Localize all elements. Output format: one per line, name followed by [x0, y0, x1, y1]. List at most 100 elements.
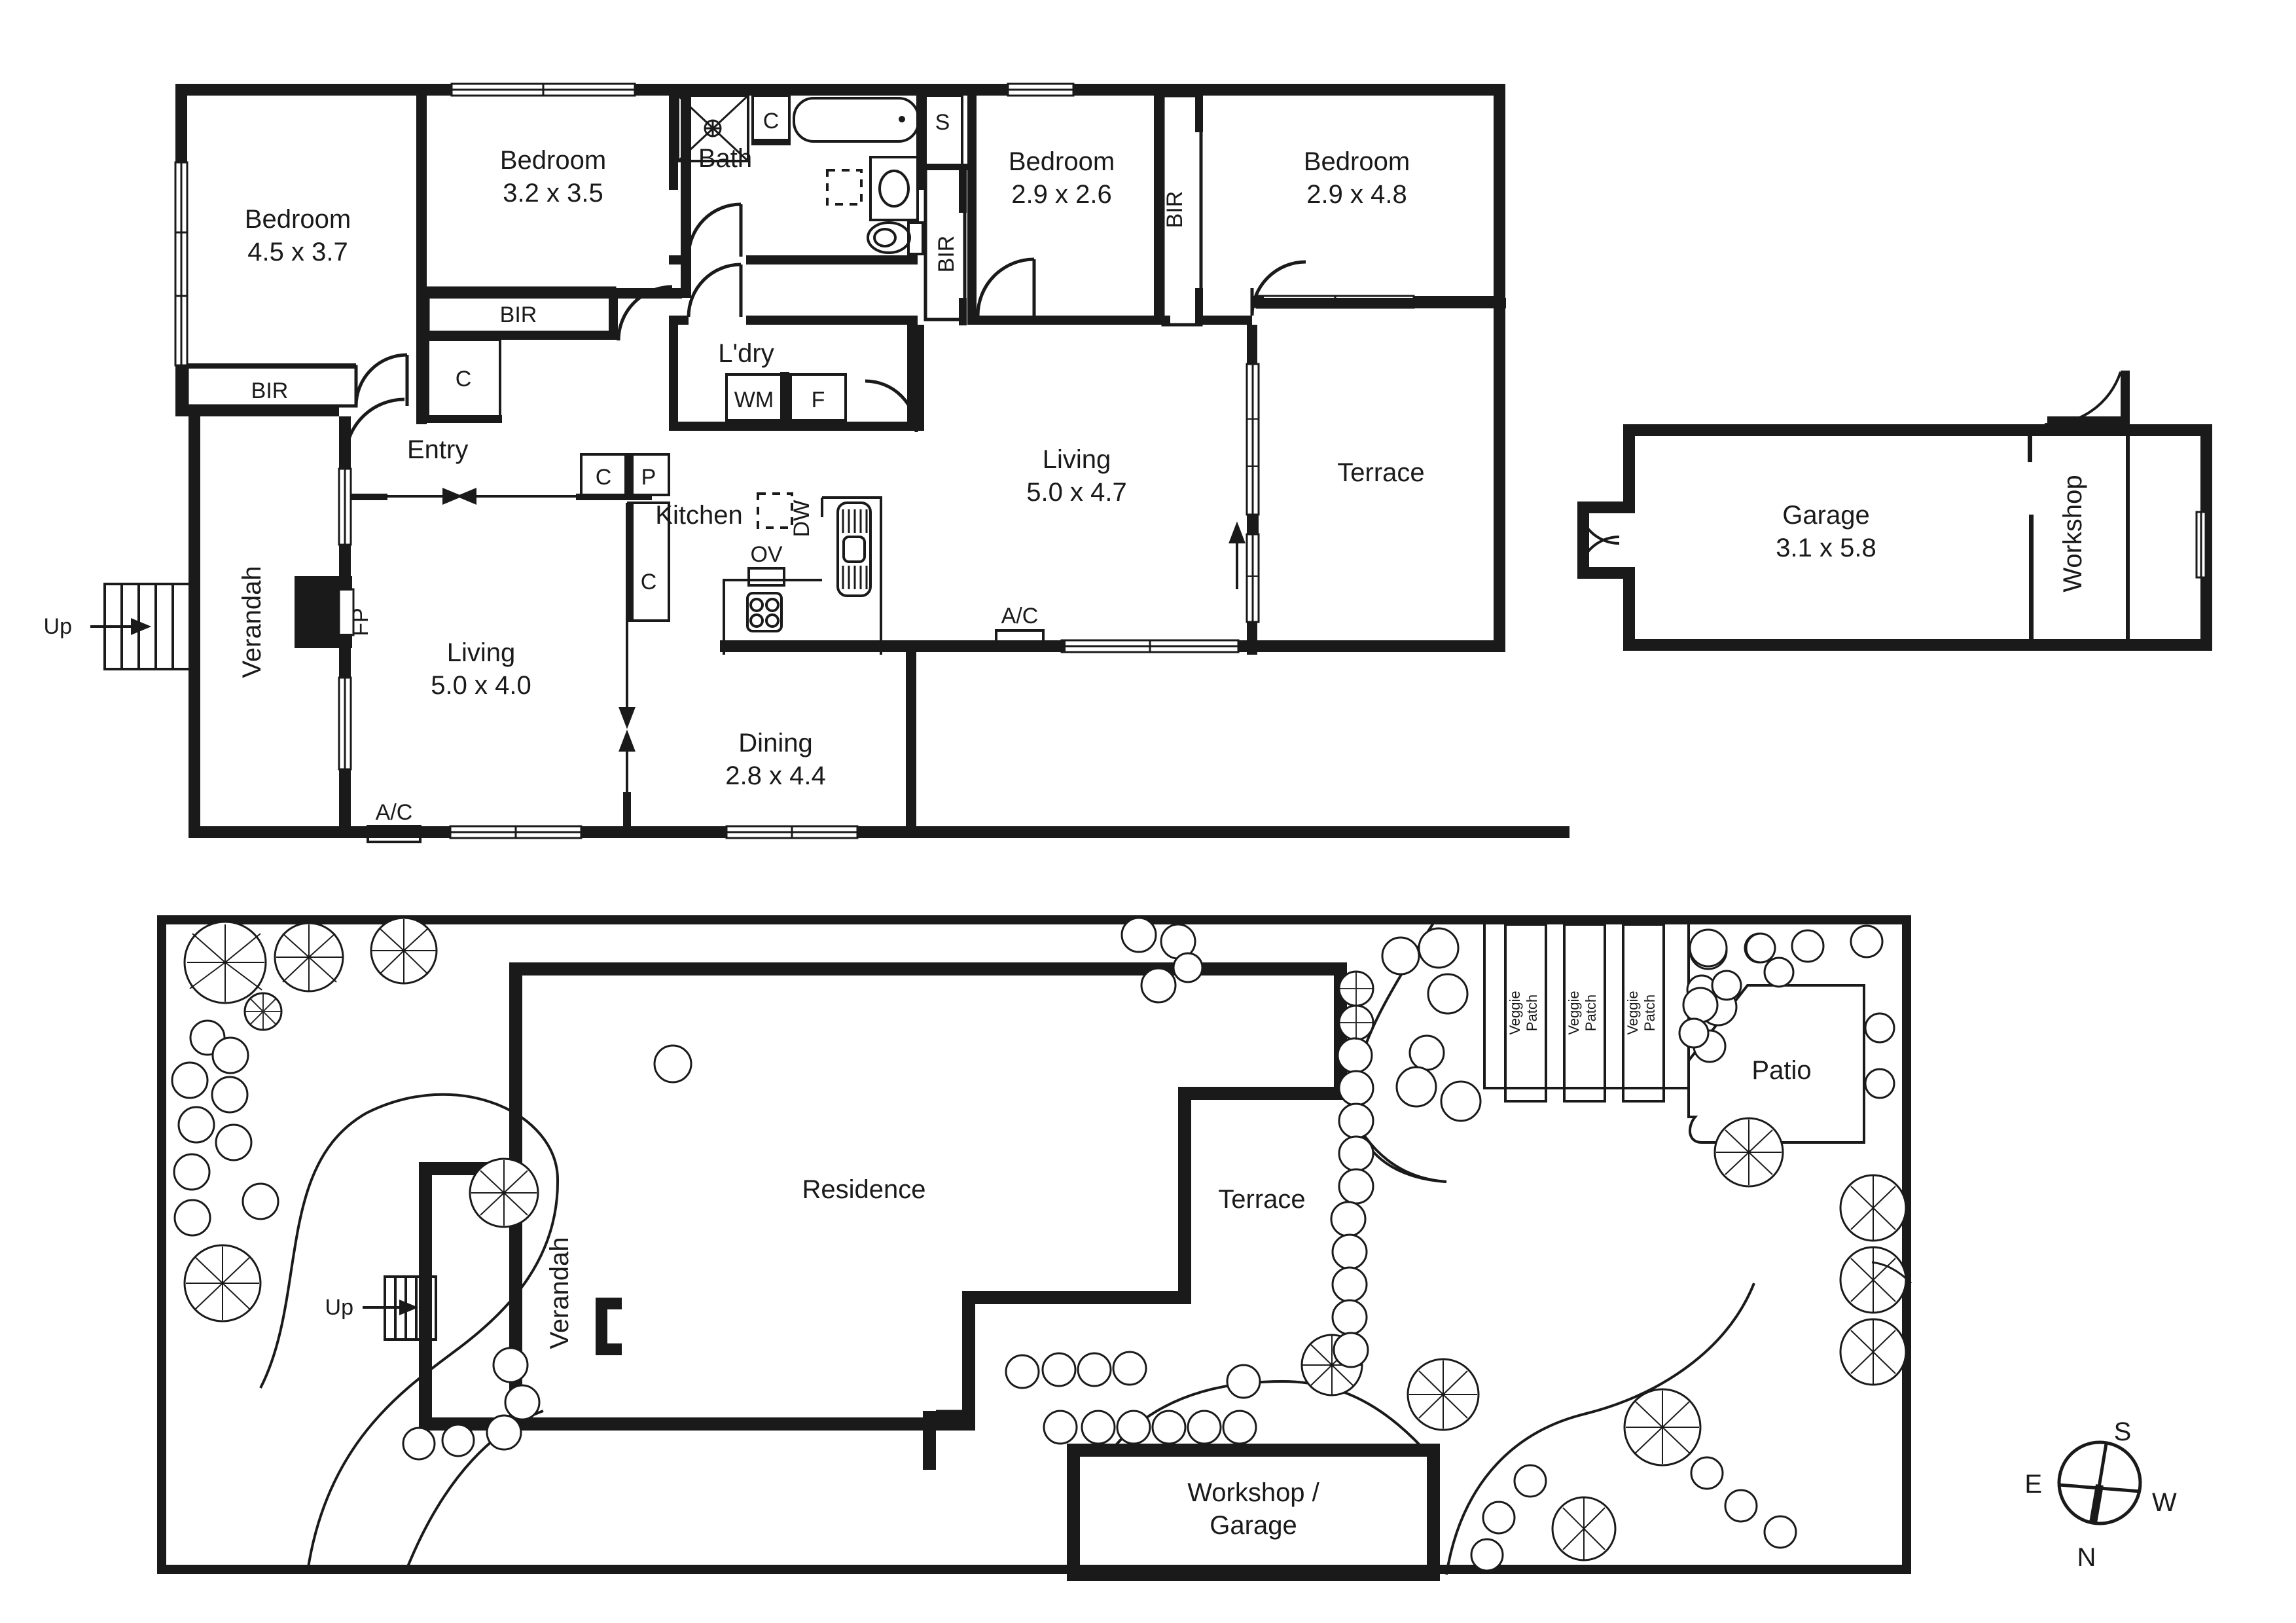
cupboard-label-4: C [641, 570, 657, 594]
up-label-floorplan: Up [44, 614, 72, 639]
workshop-label: Workshop [2058, 475, 2087, 592]
pantry-label: P [641, 465, 656, 490]
site-verandah-label: Verandah [545, 1237, 574, 1349]
shrub-row-rear [1005, 1351, 1261, 1445]
window-living-front-upper [338, 467, 352, 546]
door-bedroom-3 [976, 257, 1036, 316]
oven: OV [747, 542, 785, 587]
living-rear-dimensions: 5.0 x 4.7 [1026, 478, 1126, 507]
vanity-basin [869, 156, 919, 221]
garage-name: Garage [1782, 501, 1869, 530]
veggie-patch-2-line1: Veggie [1566, 991, 1582, 1034]
room-terrace: Terrace [1257, 298, 1506, 487]
tree-large [1839, 1318, 1907, 1386]
bath-label: Bath [698, 144, 752, 173]
window-bedroom-3 [1007, 82, 1075, 97]
area-entry: Entry [343, 435, 652, 505]
bir-label-4: BIR [1162, 191, 1187, 228]
compass-west-label: W [2152, 1488, 2177, 1517]
site-boundary [157, 915, 1911, 1574]
bedroom-1-name: Bedroom [245, 205, 351, 234]
door-bedroom-2 [617, 285, 673, 341]
living-front-dimensions: 5.0 x 4.0 [431, 671, 531, 700]
ac-unit-living-front: A/C [367, 800, 422, 843]
garage-door-arcs [1577, 502, 1620, 578]
builtin-robe-bedroom-3: BIR [916, 164, 967, 325]
building-garage: Garage 3.1 x 5.8 Workshop [1577, 371, 2212, 651]
cupboard-bedroom-2: C [427, 338, 502, 423]
flow-arrow-living-terrace [1229, 521, 1246, 589]
living-front-name: Living [447, 638, 516, 667]
pantry: P [626, 453, 670, 496]
window-bedroom-1 [174, 161, 188, 367]
tree-large [713, 1205, 766, 1257]
shrub-row-bottom-right [1470, 1456, 1797, 1572]
tree-large [469, 1158, 539, 1228]
bedroom-2-name: Bedroom [500, 146, 606, 175]
compass-north-label: N [2077, 1543, 2096, 1572]
dining-dimensions: 2.8 x 4.4 [725, 761, 825, 790]
compass-east-label: E [2024, 1470, 2042, 1499]
site-workshop-garage-line1: Workshop / [1187, 1478, 1319, 1507]
sliding-door-living-terrace [1246, 363, 1260, 623]
garage-workshop-partition [2029, 515, 2034, 639]
door-wc [687, 263, 743, 318]
site-up-label: Up [325, 1295, 353, 1320]
veggie-patch-1-line2: Patch [1524, 994, 1540, 1031]
cupboard-label-3: C [596, 465, 612, 490]
site-verandah-notch [596, 1298, 622, 1355]
site-garden-beds [936, 1261, 1912, 1575]
builtin-robe-bedroom-1: BIR [185, 363, 358, 408]
up-arrow-floorplan [90, 618, 152, 635]
cupboard-label-2: C [763, 109, 780, 134]
tree-large [1623, 1388, 1702, 1467]
ac-unit-living-rear: A/C [995, 604, 1045, 649]
shrub-row-residence-right [1330, 970, 1374, 1368]
bir-label-1: BIR [251, 378, 289, 403]
room-living-front: FP Living 5.0 x 4.0 A/C [295, 416, 636, 843]
bir-label-3: BIR [934, 236, 959, 273]
area-verandah: Verandah Up [44, 566, 266, 678]
door-bath [687, 202, 743, 257]
tree-large [183, 921, 267, 1004]
veggie-patch-1-line1: Veggie [1507, 991, 1523, 1034]
shrub-row-top-right [1121, 917, 1204, 1004]
washing-machine: WM [725, 373, 783, 422]
tree-large [1713, 1117, 1784, 1188]
veggie-patch-3-line2: Patch [1641, 994, 1658, 1031]
veggie-patch-3 [1622, 923, 1665, 1103]
fridge-label: F [812, 388, 825, 412]
shrub-row-left [171, 992, 692, 1237]
garage-dimensions: 3.1 x 5.8 [1776, 534, 1876, 562]
flow-arrow-living-dining [619, 621, 636, 792]
dashed-feature-bath [826, 169, 863, 206]
shrub-row-patio [1678, 924, 1895, 1099]
site-patio-label: Patio [1751, 1056, 1811, 1085]
room-living-rear: Living 5.0 x 4.7 A/C [915, 325, 1260, 655]
bedroom-3-name: Bedroom [1009, 147, 1115, 176]
tree-large [370, 917, 438, 985]
dining-name: Dining [738, 729, 812, 757]
shrub-row-verandah [402, 1347, 541, 1461]
site-plan-group: Residence Terrace Verandah Workshop / Ga… [157, 915, 1912, 1581]
entry-label: Entry [407, 435, 468, 464]
veggie-patch-1 [1504, 923, 1547, 1103]
bedroom-4-name: Bedroom [1304, 147, 1410, 176]
fireplace-label: FP [348, 608, 373, 636]
flow-arrow-entry [387, 488, 581, 505]
washing-machine-label: WM [734, 388, 774, 412]
site-up-arrow [363, 1300, 419, 1315]
site-residence-label: Residence [802, 1175, 925, 1204]
bir-label-2: BIR [500, 302, 537, 327]
cooktop [746, 592, 783, 632]
ac-label-1: A/C [1001, 604, 1039, 629]
tree-large [1407, 1358, 1480, 1431]
cupboard-label-1: C [456, 367, 472, 392]
laundry-label: L'dry [718, 339, 774, 368]
room-laundry: L'dry WM F [669, 325, 918, 433]
tree-large [1839, 1246, 1907, 1314]
dishwasher-label: DW [789, 500, 814, 538]
compass-south-label: S [2114, 1417, 2132, 1446]
